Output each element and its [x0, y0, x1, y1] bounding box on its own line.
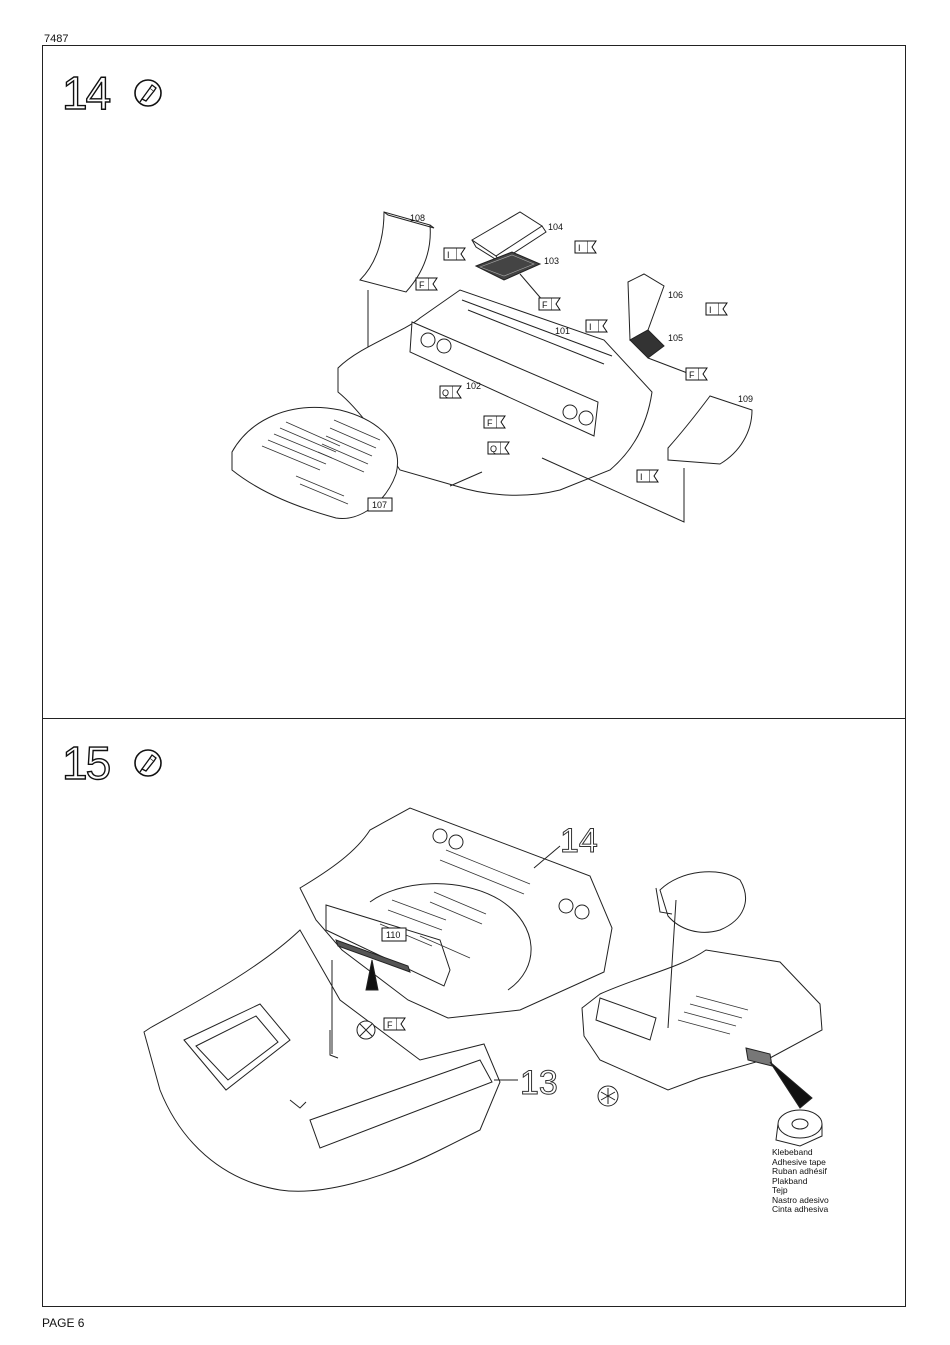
- step-14-drawing: [232, 212, 752, 522]
- paint-code: I: [578, 243, 581, 253]
- paint-code: Q: [490, 444, 497, 454]
- part-107: 107: [372, 500, 387, 510]
- paint-code: I: [709, 305, 712, 315]
- paint-code: F: [689, 370, 695, 380]
- paint-code: I: [589, 322, 592, 332]
- paint-code: I: [447, 250, 450, 260]
- tape-label: Cinta adhesiva: [772, 1205, 829, 1215]
- adhesive-tape-note: Klebeband Adhesive tape Ruban adhésif Pl…: [772, 1148, 829, 1215]
- part-110: 110: [386, 930, 400, 940]
- paint-code: Q: [442, 388, 449, 398]
- part-105: 105: [668, 333, 683, 343]
- assembly-ref-14: 14: [560, 822, 598, 860]
- assembly-ref-13: 13: [520, 1064, 558, 1102]
- part-102: 102: [466, 381, 481, 391]
- paint-code: I: [640, 472, 643, 482]
- paint-code: F: [387, 1020, 393, 1030]
- part-101: 101: [555, 326, 570, 336]
- page-number: PAGE 6: [42, 1316, 84, 1330]
- part-108: 108: [410, 213, 425, 223]
- paint-code: F: [419, 280, 425, 290]
- part-109: 109: [738, 394, 753, 404]
- part-103: 103: [544, 256, 559, 266]
- part-106: 106: [668, 290, 683, 300]
- paint-code: F: [542, 300, 548, 310]
- step-15-drawing: [144, 808, 822, 1191]
- paint-code: F: [487, 418, 493, 428]
- part-104: 104: [548, 222, 563, 232]
